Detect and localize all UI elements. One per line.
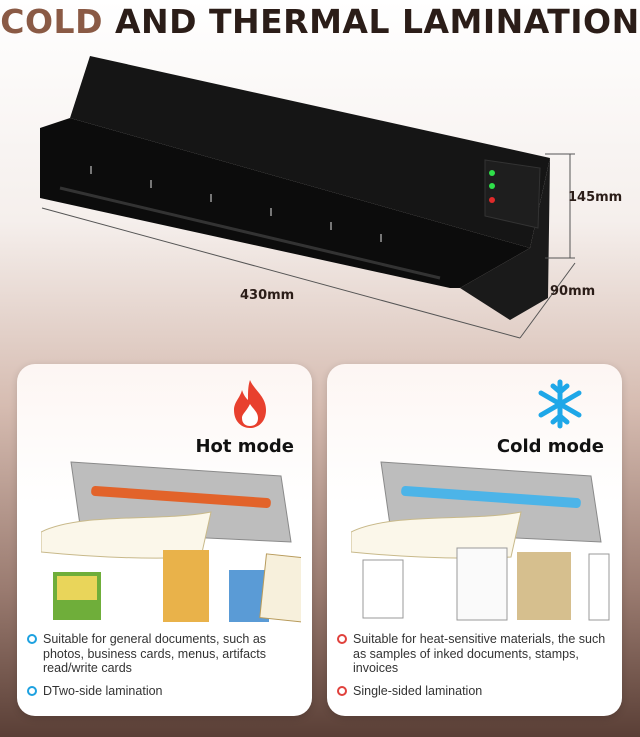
hot-sample-images (53, 550, 301, 623)
width-label: 430mm (240, 288, 295, 303)
bullet-icon (27, 634, 37, 644)
laminator-side (460, 158, 550, 320)
laminator-svg (40, 56, 576, 339)
cold-sample-images (362, 547, 610, 621)
cold-feature-2-text: Single-sided lamination (353, 684, 483, 698)
control-panel (484, 159, 541, 229)
flame-icon (234, 380, 266, 428)
feed-slot (59, 186, 441, 280)
status-led-red (489, 197, 495, 203)
height-label: 145mm (568, 190, 623, 205)
cold-feature-2: Single-sided lamination (337, 684, 615, 699)
bullet-icon (27, 686, 37, 696)
cold-feature-1-text: Suitable for heat-sensitive materials, t… (353, 632, 606, 675)
bullet-icon (337, 634, 347, 644)
status-led-green (489, 170, 495, 176)
hot-mode-title: Hot mode (195, 436, 294, 457)
laminator-top (70, 56, 550, 248)
laminator-front (40, 118, 530, 288)
cold-mode-title: Cold mode (496, 436, 604, 457)
dimension-lines (41, 153, 576, 339)
status-led-green-2 (489, 183, 495, 189)
cold-feature-1: Suitable for heat-sensitive materials, t… (337, 632, 615, 676)
hot-feature-1: Suitable for general documents, such as … (27, 632, 305, 676)
depth-label: 90mm (550, 284, 596, 299)
hot-feature-2-text: DTwo-side lamination (43, 684, 163, 698)
hot-feature-1-text: Suitable for general documents, such as … (43, 632, 267, 675)
laminator-illustration: 145mm 90mm 430mm (30, 48, 630, 348)
cold-laminator-image (351, 461, 602, 559)
hot-feature-2: DTwo-side lamination (27, 684, 305, 699)
bullet-icon (337, 686, 347, 696)
headline-accent: COLD (0, 2, 103, 41)
headline-rest: AND THERMAL LAMINATION (114, 2, 640, 41)
snowflake-icon (538, 379, 582, 429)
size-markers (90, 166, 382, 242)
hot-laminator-image (41, 461, 292, 559)
cold-mode-card: Cold mode Suitable for heat-sensitive ma… (327, 364, 622, 716)
hot-mode-card: Hot mode Suitable for general documents,… (17, 364, 312, 716)
page-headline: COLD AND THERMAL LAMINATION (0, 2, 640, 41)
